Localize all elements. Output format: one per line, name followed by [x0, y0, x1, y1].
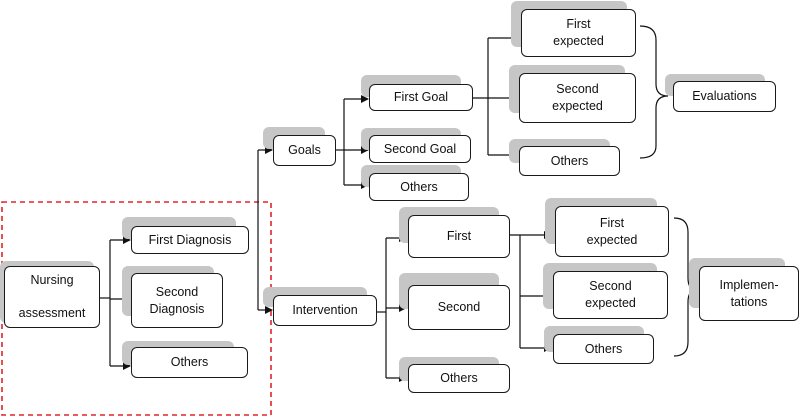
node-intervention-second-expected: Second expected: [553, 271, 668, 319]
node-goal-first-expected: First expected: [521, 9, 636, 57]
node-second-goal: Second Goal: [369, 135, 471, 163]
node-goal-second-expected: Second expected: [519, 73, 636, 123]
node-intervention-second: Second: [408, 285, 510, 330]
node-second-diagnosis: Second Diagnosis: [131, 273, 223, 328]
node-first-diagnosis: First Diagnosis: [131, 226, 249, 254]
node-intervention-expected-others: Others: [553, 334, 654, 364]
node-goals: Goals: [273, 135, 336, 166]
node-implementations: Implemen- tations: [699, 266, 799, 321]
node-goal-others: Others: [369, 173, 469, 201]
node-evaluations: Evaluations: [673, 81, 776, 112]
node-intervention: Intervention: [273, 295, 377, 326]
node-first-goal: First Goal: [369, 84, 473, 111]
node-diagnosis-others: Others: [131, 347, 248, 378]
node-goal-expected-others: Others: [519, 146, 620, 176]
node-intervention-others: Others: [408, 364, 510, 393]
node-nursing-assessment: Nursing assessment: [4, 266, 100, 328]
node-intervention-first-expected: First expected: [555, 206, 669, 257]
node-intervention-first: First: [408, 215, 510, 258]
